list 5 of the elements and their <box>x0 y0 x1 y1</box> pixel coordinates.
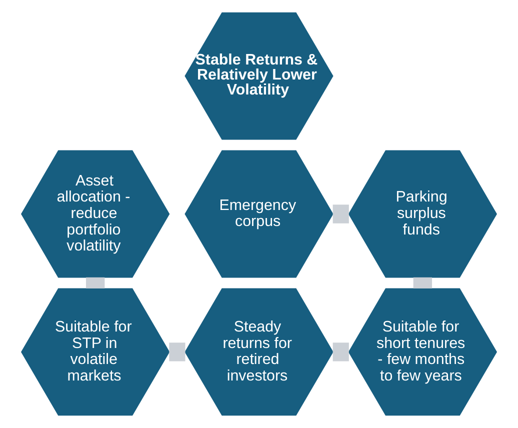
connector <box>332 204 349 224</box>
connector <box>413 277 432 288</box>
connector <box>86 277 105 288</box>
connector <box>169 342 186 362</box>
connector <box>332 342 349 362</box>
